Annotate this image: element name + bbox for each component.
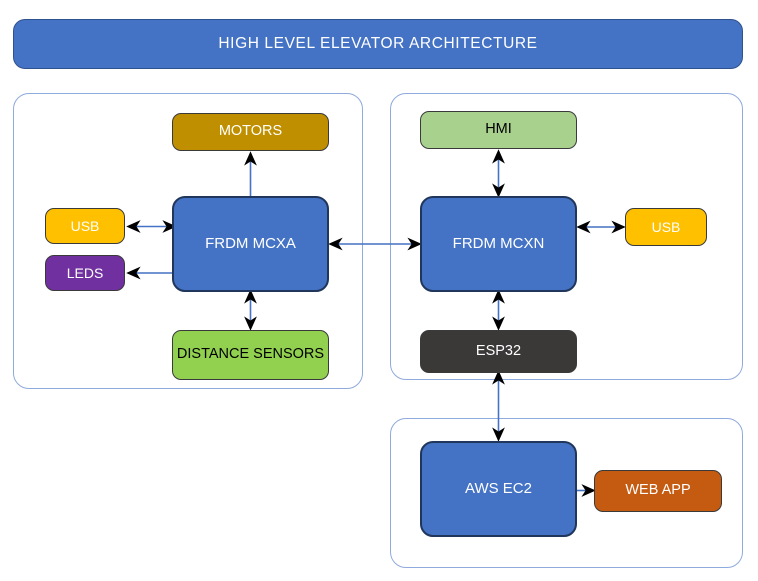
node-frdm-mcxn[interactable]: FRDM MCXN (420, 196, 577, 292)
node-distance-sensors[interactable]: DISTANCE SENSORS (172, 330, 329, 380)
node-usb-mcxn[interactable]: USB (625, 208, 707, 246)
node-usb-mcxn-label: USB (651, 218, 681, 235)
node-hmi[interactable]: HMI (420, 111, 577, 149)
node-leds-label: LEDS (66, 264, 104, 281)
page-title: HIGH LEVEL ELEVATOR ARCHITECTURE (218, 35, 538, 52)
node-aws-ec2[interactable]: AWS EC2 (420, 441, 577, 537)
node-hmi-label: HMI (485, 121, 512, 138)
node-aws-ec2-label: AWS EC2 (465, 480, 532, 498)
node-distance-sensors-label: DISTANCE SENSORS (176, 346, 325, 363)
node-frdm-mcxa-label: FRDM MCXA (205, 235, 296, 253)
diagram-title-banner: HIGH LEVEL ELEVATOR ARCHITECTURE (13, 19, 743, 69)
node-web-app-label: WEB APP (625, 482, 691, 499)
node-motors-label: MOTORS (218, 123, 283, 140)
node-frdm-mcxa[interactable]: FRDM MCXA (172, 196, 329, 292)
node-usb-mcxa[interactable]: USB (45, 208, 125, 244)
node-esp32-label: ESP32 (475, 342, 522, 359)
node-frdm-mcxn-label: FRDM MCXN (452, 235, 545, 253)
node-usb-mcxa-label: USB (70, 217, 100, 234)
node-motors[interactable]: MOTORS (172, 113, 329, 151)
node-leds[interactable]: LEDS (45, 255, 125, 291)
node-esp32[interactable]: ESP32 (420, 330, 577, 373)
node-web-app[interactable]: WEB APP (594, 470, 722, 512)
